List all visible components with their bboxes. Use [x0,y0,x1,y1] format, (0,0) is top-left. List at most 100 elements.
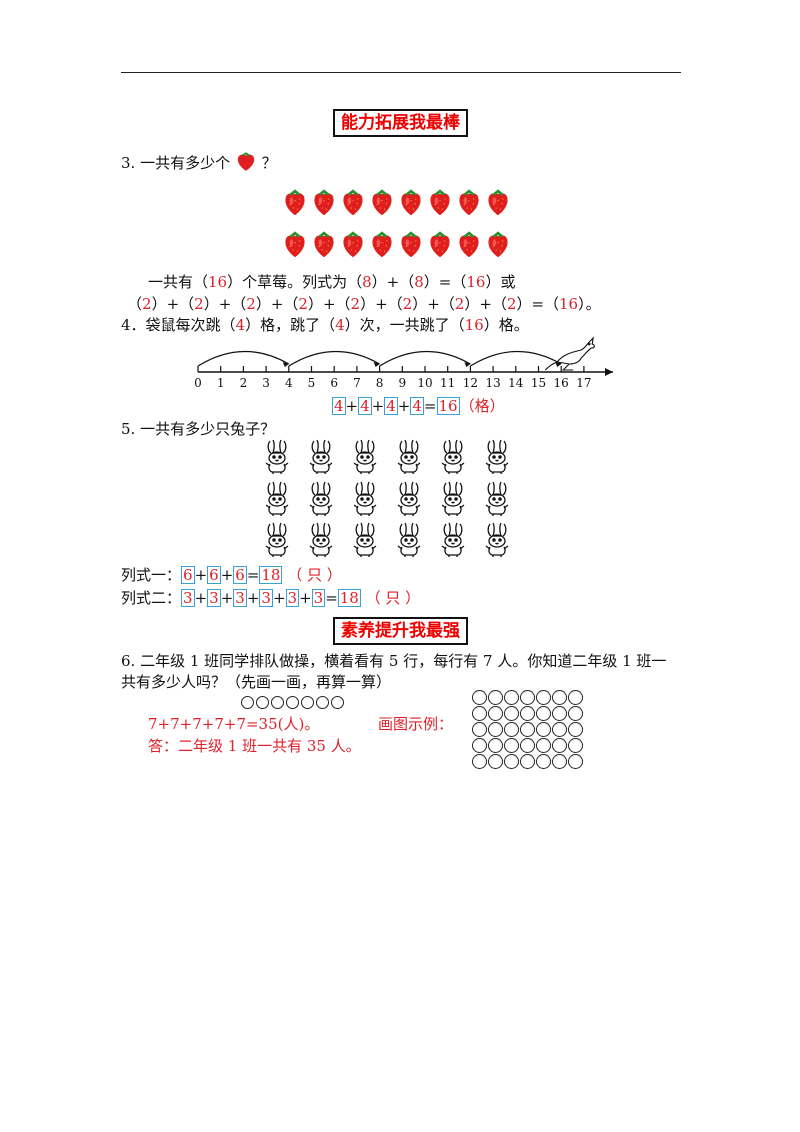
strawberry-icon [283,229,307,263]
circle-person-icon [568,754,583,769]
q3-text: ）=（ [423,273,467,291]
q3-text: 一共有（ [148,273,209,291]
circle-person-icon [472,738,487,753]
operator: + [345,397,359,415]
circle-grid-row [472,706,584,722]
operator: + [246,589,260,607]
q4-equation: 4+4+4+4=16（格） [332,396,505,416]
jump-arc [379,350,471,367]
circle-person-icon [520,722,535,737]
jump-arrow-icon [282,362,289,367]
circle-person-icon [504,738,519,753]
boxed-number: 16 [436,397,460,415]
strawberry-row-1 [283,187,510,221]
rabbit-icon [262,479,292,517]
circle-grid-row [472,690,584,706]
circle-person-icon [472,722,487,737]
rabbit-icon [394,437,424,475]
circle-person-icon [488,706,503,721]
q3-prompt-pre: 3. 一共有多少个 [121,154,231,172]
q4-answer-total: 16 [464,316,484,334]
q3-answer-sum: 16 [466,273,486,291]
circle-person-icon [488,738,503,753]
circle-person-icon [552,722,567,737]
operator: + [397,397,411,415]
rabbit-icon [262,437,292,475]
question-3-prompt: 3. 一共有多少个 ？ [121,150,277,173]
q3-answer-two: 2 [298,295,308,313]
question-4-prompt: 4．袋鼠每次跳（4）格，跳了（4）次，一共跳了（16）格。 [121,315,529,335]
q4-text: ）次，一共跳了（ [344,316,465,334]
strawberry-icon [370,229,394,263]
q3-text: ）+（ [371,273,415,291]
section-title-ability: 能力拓展我最棒 [333,109,468,137]
number-line-tick-label: 12 [463,376,478,390]
operator: + [371,397,385,415]
strawberry-icon [457,187,481,221]
number-line-tick-label: 9 [398,376,406,390]
number-line-tick-label: 0 [194,376,202,390]
strawberry-icon [399,187,423,221]
circle-grid-row [472,738,584,754]
circle-person-icon [536,722,551,737]
number-line-tick-label: 5 [308,376,316,390]
number-line-tick-label: 15 [531,376,546,390]
rabbit-icon [306,520,336,558]
question-5-prompt: 5. 一共有多少只兔子？ [121,420,276,438]
boxed-number: 18 [337,589,361,607]
rabbit-icon [306,437,336,475]
strawberry-icon [486,187,510,221]
rabbit-icon [262,520,292,558]
q3-answer-line-2: （2）+（2）+（2）+（2）+（2）+（2）+（2）+（2）=（16）。 [127,295,601,313]
circle-person-icon [552,690,567,705]
number-line-tick-label: 8 [376,376,384,390]
q3-text: ）个草莓。列式为（ [227,273,363,291]
operator: + [299,589,312,607]
circle-person-icon [316,696,329,709]
strawberry-icon [428,229,452,263]
axis-arrow-icon [605,368,613,376]
operator: + [194,566,208,584]
jump-arc [470,350,562,367]
q6-circle-row [241,694,346,713]
number-line-tick-label: 11 [440,376,455,390]
q4-text: ）格。 [483,316,529,334]
q3-answer-two: 2 [454,295,465,313]
q3-answer-two: 2 [194,295,204,313]
boxed-number: 6 [181,566,195,584]
jump-arc [197,350,290,367]
number-line-tick-label: 6 [330,376,338,390]
circle-person-icon [504,690,519,705]
number-line-tick-label: 7 [353,376,361,390]
q3-answer-total: 16 [208,273,228,291]
q3-answer-two: 2 [142,295,152,313]
number-line-tick-label: 2 [240,376,248,390]
circle-person-icon [552,706,567,721]
q3-answer-addend: 8 [362,273,372,291]
circle-person-icon [568,690,583,705]
circle-person-icon [520,706,535,721]
circle-person-icon [472,706,487,721]
q3-answer-line-1: 一共有（16）个草莓。列式为（8）+（8）=（16）或 [148,272,515,292]
q3-answer-two: 2 [506,295,517,313]
equation-unit: （ 只 ） [282,566,342,584]
circle-person-icon [504,722,519,737]
circle-person-icon [568,738,583,753]
strawberry-icon [399,229,423,263]
boxed-number: 3 [207,589,221,607]
number-line-tick-label: 17 [576,376,591,390]
q4-answer-step: 4 [235,316,246,334]
strawberry-icon [341,187,365,221]
section-title-literacy: 素养提升我最强 [333,617,468,645]
boxed-number: 3 [233,589,247,607]
circle-person-icon [241,696,254,709]
q3-answer-two: 2 [402,295,413,313]
circle-person-icon [536,706,551,721]
q6-answer: 答：二年级 1 班一共有 35 人。 [148,737,361,755]
rabbit-icon [394,520,424,558]
circle-person-icon [472,690,487,705]
kangaroo-icon [544,336,595,371]
boxed-number: 4 [332,397,346,415]
number-line-tick-label: 10 [417,376,432,390]
q3-answer-addend: 8 [414,273,424,291]
